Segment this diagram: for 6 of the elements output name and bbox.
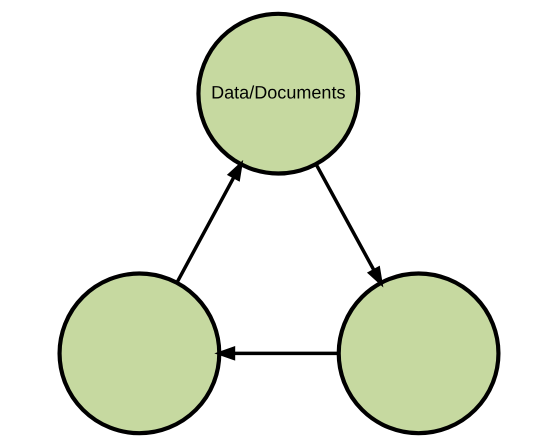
arrow xyxy=(175,160,243,284)
node-circle xyxy=(56,271,221,436)
arrow xyxy=(314,164,383,288)
arrow xyxy=(214,346,338,361)
node-circle xyxy=(336,271,500,436)
node-circle: Data/Documents xyxy=(196,12,360,176)
